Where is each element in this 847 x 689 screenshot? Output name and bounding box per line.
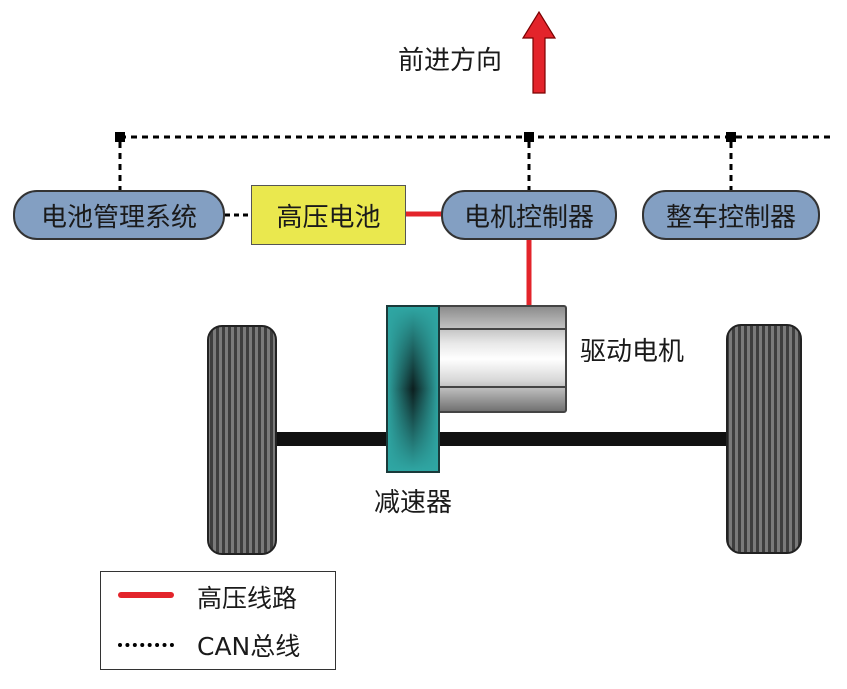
drive-motor-label: 驱动电机 xyxy=(580,337,685,367)
high-voltage-swatch-icon xyxy=(118,592,174,598)
forward-arrow-icon xyxy=(521,10,557,94)
left-wheel xyxy=(207,325,277,555)
can-bus-swatch-icon xyxy=(118,643,174,647)
legend-item-high-voltage: 高压线路 xyxy=(101,576,335,616)
right-wheel xyxy=(726,324,802,554)
legend-label: CAN总线 xyxy=(197,632,301,661)
can-node-vehicle-controller xyxy=(726,132,736,142)
bms-node[interactable]: 电池管理系统 xyxy=(13,190,225,240)
motor-controller-node[interactable]: 电机控制器 xyxy=(441,190,617,240)
legend-label: 高压线路 xyxy=(197,584,298,613)
can-node-bms xyxy=(115,132,125,142)
vehicle-controller-node[interactable]: 整车控制器 xyxy=(642,190,820,240)
battery-node[interactable]: 高压电池 xyxy=(251,185,406,245)
direction-label: 前进方向 xyxy=(398,46,503,76)
legend-item-can-bus: CAN总线 xyxy=(101,624,335,664)
can-node-motor-controller xyxy=(524,132,534,142)
drive-motor xyxy=(437,305,567,413)
axle xyxy=(270,432,732,446)
reducer-shade xyxy=(388,307,438,471)
reducer-label: 减速器 xyxy=(374,488,453,518)
legend: 高压线路 CAN总线 xyxy=(100,571,336,670)
